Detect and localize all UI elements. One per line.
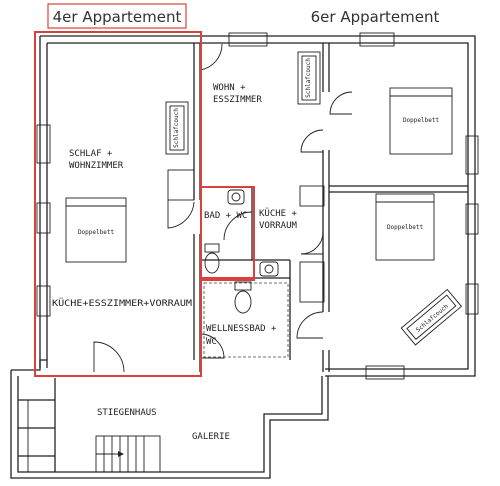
room-galerie-label: GALERIE [192, 432, 230, 442]
apt4-highlight [34, 31, 202, 377]
staircase [95, 435, 161, 473]
room-schlaf-label: SCHLAF + [69, 149, 113, 159]
apt4-heading-box [47, 3, 187, 29]
room-wellnessbad-label: WELLNESSBAD + [206, 324, 277, 334]
outer-walls [36, 32, 479, 380]
fixtures [167, 169, 325, 358]
room-vorraum-label: VORRAUM [259, 221, 298, 231]
apt6-heading: 6er Appartement [311, 8, 440, 26]
room-wohnzimmer-label: WOHNZIMMER [69, 161, 124, 171]
bed-6er-top-label: Doppelbett [403, 117, 440, 124]
room-wohn-label: WOHN + [213, 83, 246, 93]
apt4-heading: 4er Appartement [53, 8, 182, 26]
sofa-6er-diagonal: Schlafcouch [400, 288, 463, 346]
bed-4er-label: Doppelbett [78, 229, 115, 236]
bed-6er-bottom-label: Doppelbett [387, 224, 424, 231]
bed-6er-bottom: Doppelbett [375, 193, 435, 261]
sofa-4er: Schlafcouch [165, 101, 189, 155]
room-kueche-label: KÜCHE + [259, 208, 298, 219]
bad-wc-highlight [200, 186, 255, 281]
room-wc-label: WC [206, 337, 217, 347]
bed-6er-top: Doppelbett [389, 87, 453, 155]
sofa-4er-label: Schlafcouch [173, 108, 180, 148]
doors [93, 43, 353, 373]
room-bad-wc-label: BAD + WC [204, 211, 247, 221]
bed-4er: Doppelbett [65, 197, 127, 263]
room-kueche-4er-label: KÜCHE+ESSZIMMER+VORRAUM [52, 298, 193, 309]
sofa-6er-top: Schlafcouch [297, 51, 321, 105]
room-esszimmer-label: ESSZIMMER [213, 95, 262, 105]
room-stiegenhaus-label: STIEGENHAUS [97, 408, 157, 418]
internal-walls [10, 43, 468, 479]
sofa-6er-top-label: Schlafcouch [305, 58, 312, 98]
